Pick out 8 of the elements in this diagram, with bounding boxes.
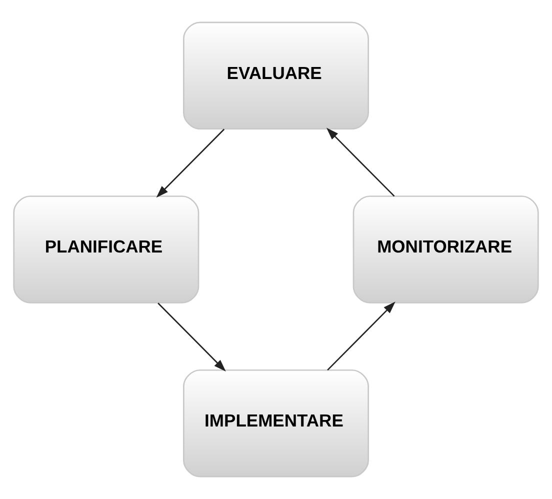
node-box: PLANIFICARE <box>13 196 200 304</box>
node-box: IMPLEMENTARE <box>183 369 369 478</box>
arrow <box>156 128 225 198</box>
arrow <box>327 302 396 371</box>
arrow <box>326 128 395 197</box>
node-box: EVALUARE <box>183 22 369 130</box>
arrow <box>158 302 226 372</box>
node-box: MONITORIZARE <box>352 196 539 304</box>
